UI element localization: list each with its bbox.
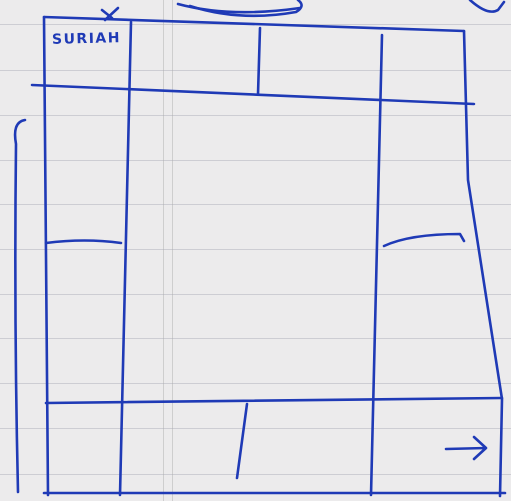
right-panel[interactable] bbox=[382, 106, 472, 396]
main-content-area bbox=[126, 100, 378, 398]
sidebar-title: SURIAH bbox=[52, 30, 121, 48]
next-button[interactable] bbox=[440, 434, 492, 464]
top-scribble bbox=[190, 0, 302, 16]
left-bracket bbox=[15, 120, 25, 492]
footer-middle-area[interactable] bbox=[242, 406, 370, 492]
footer-left-area[interactable] bbox=[48, 406, 238, 492]
header-right-area[interactable] bbox=[262, 28, 462, 94]
header-segment-divider bbox=[258, 28, 260, 94]
sidebar-section-divider bbox=[46, 241, 121, 244]
sidebar-nav-section-bottom[interactable] bbox=[48, 246, 120, 400]
header-left-area[interactable] bbox=[132, 24, 258, 88]
top-right-scribble bbox=[470, 0, 504, 12]
sidebar-nav-section-top[interactable] bbox=[48, 92, 120, 240]
